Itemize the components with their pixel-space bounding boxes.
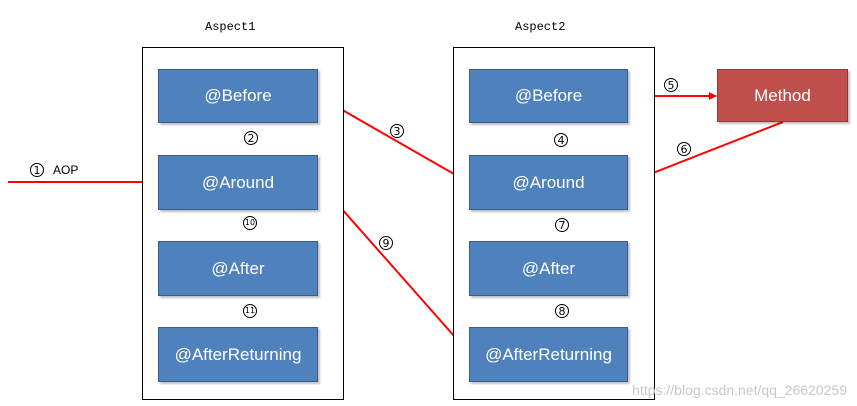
aspect2-title: Aspect2: [515, 20, 566, 34]
step-4-marker: 4: [554, 133, 568, 147]
aspect1-afterreturning-node: @AfterReturning: [158, 327, 318, 382]
step-7-marker: 7: [555, 218, 569, 232]
watermark-text: https://blog.csdn.net/qq_26620259: [632, 382, 847, 398]
arrow-step-6: [629, 121, 784, 184]
step-1-marker: 1: [30, 163, 44, 177]
step-5-marker: 5: [664, 78, 678, 92]
aspect2-afterreturning-node: @AfterReturning: [469, 327, 628, 382]
aspect2-around-node: @Around: [469, 155, 628, 210]
step-10-marker: 10: [243, 216, 257, 230]
aspect2-after-node: @After: [469, 241, 628, 296]
step-8-marker: 8: [555, 304, 569, 318]
aspect1-title: Aspect1: [205, 20, 256, 34]
method-node: Method: [717, 69, 848, 122]
aspect1-around-node: @Around: [158, 155, 318, 210]
aspect1-after-node: @After: [158, 241, 318, 296]
step-9-marker: 9: [379, 236, 393, 250]
aspect1-before-node: @Before: [158, 69, 318, 123]
step-2-marker: 2: [244, 131, 258, 145]
step-11-marker: 11: [243, 304, 257, 318]
entry-label: AOP: [53, 163, 79, 177]
step-3-marker: 3: [390, 124, 404, 138]
step-6-marker: 6: [677, 142, 691, 156]
aspect2-before-node: @Before: [469, 69, 628, 123]
